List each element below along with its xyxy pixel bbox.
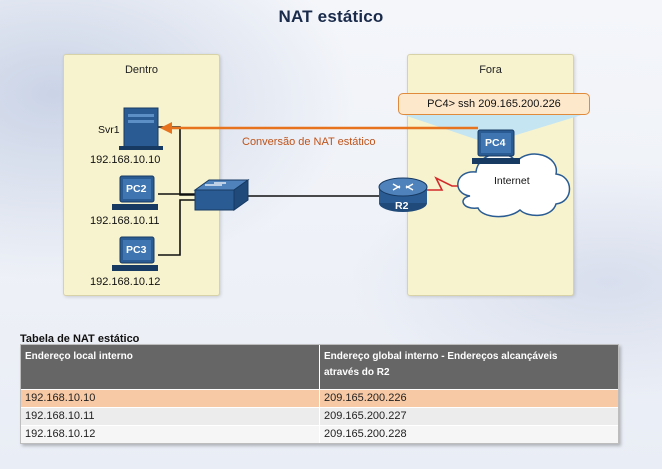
router-icon bbox=[378, 177, 428, 212]
pc3-name-label: PC3 bbox=[126, 244, 147, 256]
server-name-label: Svr1 bbox=[98, 124, 120, 136]
header-inside-global: Endereço global interno - Endereços alca… bbox=[320, 345, 618, 389]
wire-pc3-switch bbox=[158, 199, 195, 256]
table-cell-global: 209.165.200.228 bbox=[324, 428, 407, 440]
header-inside-global-line2: através do R2 bbox=[324, 367, 390, 378]
nat-table-title: Tabela de NAT estático bbox=[20, 333, 140, 345]
pc3-ip: 192.168.10.12 bbox=[90, 276, 161, 288]
command-beam bbox=[398, 113, 588, 140]
nat-table-header: Endereço local interno Endereço global i… bbox=[21, 345, 618, 389]
internet-cloud-icon bbox=[457, 153, 571, 218]
network-diagram bbox=[112, 107, 588, 271]
server-icon bbox=[119, 107, 163, 150]
header-inside-local: Endereço local interno bbox=[21, 345, 320, 389]
nat-translation-label: Conversão de NAT estático bbox=[242, 136, 376, 148]
pc2-icon bbox=[112, 175, 158, 210]
router-name-label: R2 bbox=[395, 200, 409, 212]
table-row: 192.168.10.10 209.165.200.226 bbox=[21, 389, 618, 407]
pc4-icon bbox=[472, 129, 520, 164]
table-cell-local: 192.168.10.10 bbox=[21, 390, 320, 407]
cloud-label: Internet bbox=[494, 175, 530, 187]
switch-icon bbox=[193, 179, 250, 211]
pc3-icon bbox=[112, 236, 158, 271]
table-cell-global: 209.165.200.226 bbox=[324, 392, 407, 404]
wire-svr1-switch bbox=[158, 126, 195, 196]
nat-arrow-head-icon bbox=[160, 122, 172, 134]
table-cell-global: 209.165.200.227 bbox=[324, 410, 407, 422]
table-cell-local: 192.168.10.11 bbox=[21, 408, 320, 425]
nat-table: Endereço local interno Endereço global i… bbox=[20, 344, 619, 444]
header-inside-global-line1: Endereço global interno - Endereços alca… bbox=[324, 351, 558, 362]
page-title: NAT estático bbox=[278, 7, 384, 26]
pc2-ip: 192.168.10.11 bbox=[90, 215, 160, 227]
server-ip: 192.168.10.10 bbox=[90, 154, 161, 166]
table-row: 192.168.10.12 209.165.200.228 bbox=[21, 425, 618, 443]
table-cell-local: 192.168.10.12 bbox=[21, 426, 320, 443]
ssh-command-box: PC4> ssh 209.165.200.226 bbox=[398, 93, 590, 115]
pc2-name-label: PC2 bbox=[126, 183, 147, 195]
outside-zone-label: Fora bbox=[479, 64, 502, 76]
pc4-name-label: PC4 bbox=[485, 137, 506, 149]
table-row: 192.168.10.11 209.165.200.227 bbox=[21, 407, 618, 425]
inside-zone-label: Dentro bbox=[124, 64, 159, 76]
